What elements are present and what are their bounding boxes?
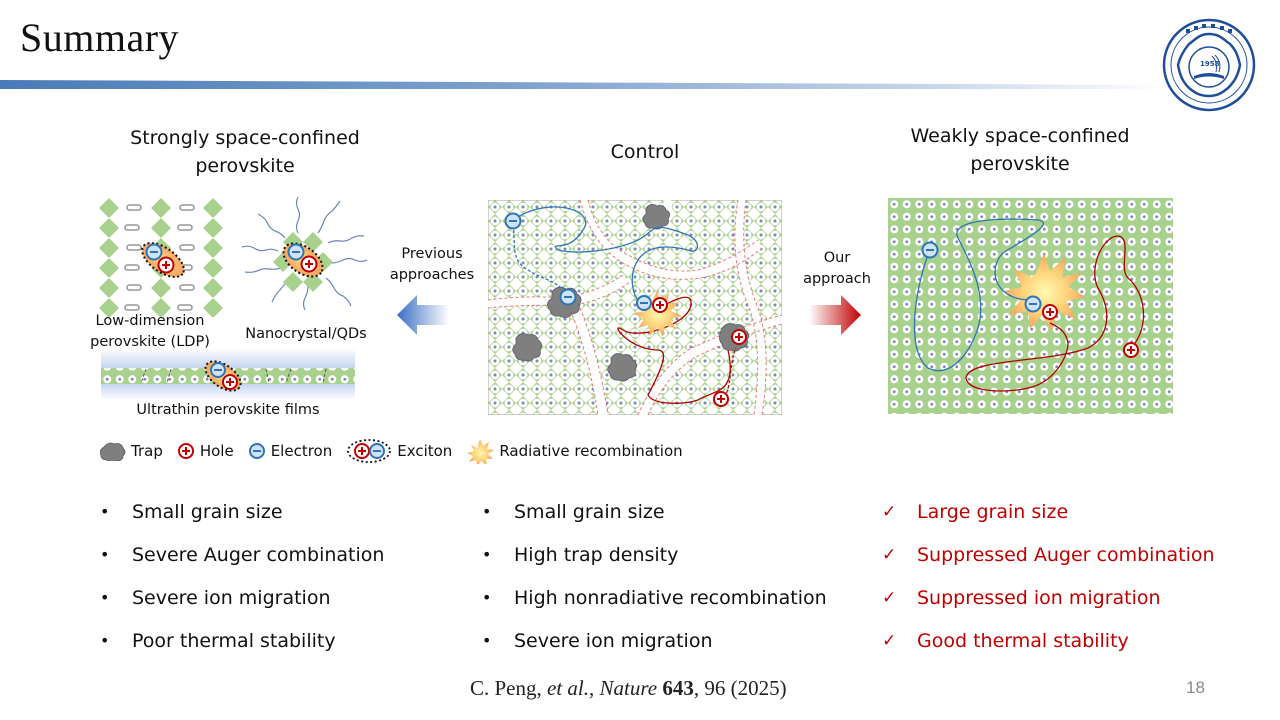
list-item: • Severe ion migration (96, 576, 384, 619)
page-number: 18 (1186, 678, 1205, 697)
citation: C. Peng, et al., Nature 643, 96 (2025) (470, 676, 787, 701)
bullet-icon: • (100, 545, 110, 564)
legend-radiative-label: Radiative recombination (499, 442, 683, 460)
bullet-icon: • (482, 631, 492, 650)
legend-trap-label: Trap (131, 442, 163, 460)
exciton-icon (347, 439, 392, 463)
checkmark-icon: ✓ (882, 501, 897, 522)
qd-label: Nanocrystal/QDs (245, 326, 367, 342)
legend-exciton-label: Exciton (397, 442, 453, 460)
citation-authors: C. Peng, (470, 676, 548, 700)
ldp-structure-illustration (99, 198, 223, 317)
previous-line1: Previous (401, 246, 463, 262)
list-item-text: Large grain size (917, 500, 1069, 523)
citation-journal: Nature (599, 676, 658, 700)
list-item-text: Small grain size (514, 500, 665, 523)
bullet-icon: • (482, 545, 492, 564)
list-item: • Severe ion migration (478, 619, 827, 662)
trap-icon (100, 442, 126, 461)
list-item: ✓ Suppressed Auger combination (880, 533, 1215, 576)
list-item: ✓ Large grain size (880, 490, 1215, 533)
ours-line1: Our (823, 250, 851, 266)
left-panel-title: Strongly space-confined perovskite (110, 124, 380, 180)
film-label: Ultrathin perovskite films (136, 402, 320, 418)
legend-hole-label: Hole (199, 442, 234, 460)
list-item: • Severe Auger combination (96, 533, 384, 576)
ultrathin-film-illustration (101, 348, 355, 400)
previous-approaches-arrow-icon (397, 295, 449, 335)
slide-title: Summary (20, 15, 180, 60)
center-panel-title: Control (610, 141, 680, 163)
title-underline-bar (0, 80, 1170, 89)
list-item-text: Small grain size (132, 500, 283, 523)
list-item: • High trap density (478, 533, 827, 576)
checkmark-icon: ✓ (882, 544, 897, 565)
university-logo-icon: 1958 (1162, 18, 1256, 112)
legend-exciton: Exciton (346, 438, 452, 464)
list-item-text: High nonradiative recombination (514, 586, 827, 609)
bullet-icon: • (482, 588, 492, 607)
hole-icon (177, 443, 194, 459)
control-illustration (488, 200, 782, 415)
bullet-icon: • (482, 502, 492, 521)
list-item: • High nonradiative recombination (478, 576, 827, 619)
citation-rest: , 96 (2025) (693, 676, 787, 700)
legend: Trap Hole Electron Exciton Radiative rec… (100, 438, 691, 464)
list-item-text: Suppressed ion migration (917, 586, 1161, 609)
bullet-icon: • (100, 631, 110, 650)
list-item: • Poor thermal stability (96, 619, 384, 662)
our-approach-label: Our approach (792, 248, 882, 290)
ldp-label-line1: Low-dimension (95, 313, 205, 329)
list-item: • Small grain size (96, 490, 384, 533)
checkmark-icon: ✓ (882, 630, 897, 651)
radiative-recombination-icon (467, 439, 495, 464)
legend-electron: Electron (248, 442, 333, 460)
previous-line2: approaches (389, 267, 475, 283)
strongly-confined-list: • Small grain size • Severe Auger combinat… (96, 490, 384, 662)
electron-icon (248, 443, 265, 459)
list-item-text: High trap density (514, 543, 679, 566)
previous-approaches-label: Previous approaches (382, 244, 482, 286)
weakly-confined-list: ✓ Large grain size ✓ Suppressed Auger comb… (880, 490, 1215, 662)
nanocrystal-qd-illustration (241, 196, 368, 311)
right-panel-title: Weakly space-confined perovskite (880, 122, 1160, 178)
control-list: • Small grain size • High trap density • Hi… (478, 490, 827, 662)
list-item-text: Poor thermal stability (132, 629, 336, 652)
ours-line2: approach (803, 271, 871, 287)
bullet-icon: • (100, 502, 110, 521)
right-title-line1: Weakly space-confined (910, 125, 1130, 147)
list-item-text: Severe ion migration (514, 629, 713, 652)
legend-electron-label: Electron (270, 442, 333, 460)
bullet-icon: • (100, 588, 110, 607)
list-item-text: Good thermal stability (917, 629, 1129, 652)
left-title-line1: Strongly space-confined (130, 127, 360, 149)
ldp-label: Low-dimension perovskite (LDP) (80, 311, 220, 353)
list-item-text: Suppressed Auger combination (917, 543, 1215, 566)
list-item-text: Severe ion migration (132, 586, 331, 609)
weakly-confined-illustration (888, 198, 1173, 414)
citation-volume: 643 (657, 676, 694, 700)
legend-hole: Hole (177, 442, 234, 460)
logo-year: 1958 (1200, 60, 1220, 68)
our-approach-arrow-icon (809, 295, 861, 335)
citation-etal: et al. (547, 676, 590, 700)
citation-sep: , (589, 676, 600, 700)
list-item: ✓ Good thermal stability (880, 619, 1215, 662)
legend-trap: Trap (100, 441, 163, 461)
left-title-line2: perovskite (195, 155, 295, 177)
ldp-label-line2: perovskite (LDP) (90, 334, 210, 350)
list-item: • Small grain size (478, 490, 827, 533)
list-item: ✓ Suppressed ion migration (880, 576, 1215, 619)
checkmark-icon: ✓ (882, 587, 897, 608)
right-title-line2: perovskite (970, 153, 1070, 175)
list-item-text: Severe Auger combination (132, 543, 385, 566)
legend-radiative: Radiative recombination (466, 438, 683, 464)
